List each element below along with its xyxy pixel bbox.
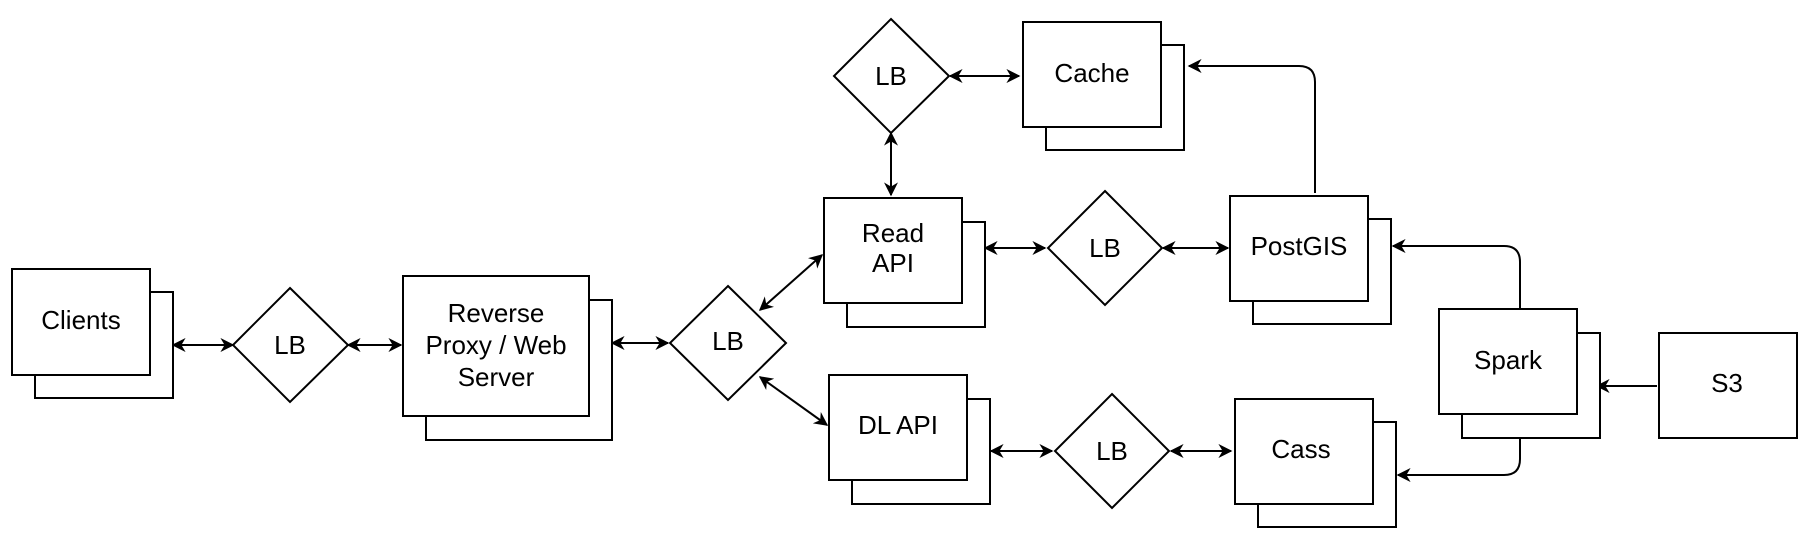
node-cache: Cache [1022, 21, 1185, 151]
node-label-line-1: Read [862, 218, 924, 248]
node-label: Cass [1271, 434, 1330, 464]
node-s3 [1658, 332, 1798, 439]
node-label: Spark [1474, 345, 1543, 375]
node-lb-cache [832, 17, 951, 135]
node-lb-router [668, 284, 788, 402]
node-label: Cache [1054, 58, 1129, 88]
node-lb-dl-label: LB [1096, 436, 1128, 466]
node-cass: Cass [1234, 398, 1397, 528]
edge-spark-postgis [1391, 239, 1521, 308]
node-postgis: PostGIS [1229, 195, 1392, 325]
node-lb-clients [231, 286, 350, 404]
edge-lb-read-api [758, 254, 824, 311]
node-label-line-3: Server [458, 362, 535, 392]
node-reverse-proxy: Reverse Proxy / Web Server [402, 275, 613, 441]
node-label-line-1: Reverse [448, 298, 545, 328]
node-lb-read-label: LB [1089, 233, 1121, 263]
edge-postgis-cache [1187, 59, 1316, 193]
node-lb-read [1046, 189, 1164, 307]
edge-lb-dl-api [758, 376, 829, 426]
node-label-line-2: Proxy / Web [425, 330, 566, 360]
node-label: PostGIS [1251, 231, 1348, 261]
node-lb-router-label: LB [712, 326, 744, 356]
edge-spark-cass [1396, 435, 1521, 482]
node-dl-api: DL API [828, 374, 991, 505]
node-lb-cache-label: LB [875, 61, 907, 91]
node-label: DL API [858, 410, 938, 440]
node-clients: Clients [11, 268, 174, 399]
node-lb-clients-label: LB [274, 330, 306, 360]
node-label: Clients [41, 305, 120, 335]
node-lb-dl [1053, 392, 1171, 510]
edges [171, 59, 1657, 482]
node-spark: Spark [1438, 308, 1601, 439]
node-s3-label: S3 [1711, 368, 1743, 398]
node-read-api: Read API [823, 197, 986, 328]
node-label-line-2: API [872, 248, 914, 278]
